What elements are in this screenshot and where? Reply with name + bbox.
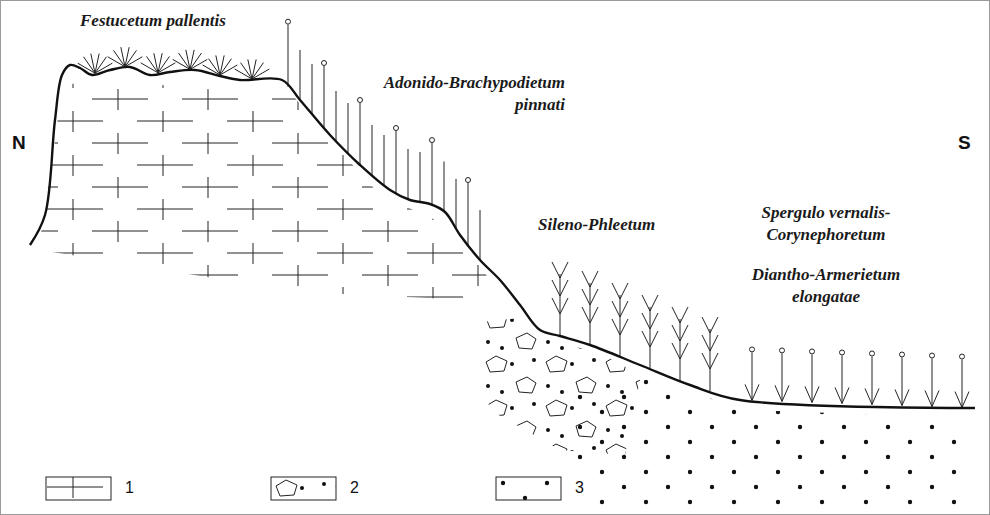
association-label: Sileno-Phleetum <box>538 214 708 236</box>
legend-swatch <box>495 476 563 502</box>
limestone <box>40 82 492 300</box>
legend-number: 1 <box>125 479 134 497</box>
direction-letter: N <box>12 132 42 154</box>
legend-number: 3 <box>575 479 584 497</box>
legend-swatch <box>270 476 338 502</box>
association-label: Diantho-Armerietum elongatae <box>733 264 919 308</box>
legend-swatch <box>45 476 113 502</box>
association-label: Adonido-Brachypodietum pinnati <box>335 72 565 116</box>
vegetation <box>78 19 969 407</box>
association-label: Festucetum pallentis <box>80 10 340 32</box>
association-label: Spergulo vernalis-Corynephoretum <box>733 202 919 246</box>
legend-number: 2 <box>350 479 359 497</box>
sand <box>560 378 970 505</box>
terrain-profile <box>30 65 975 408</box>
direction-letter: S <box>958 132 984 154</box>
